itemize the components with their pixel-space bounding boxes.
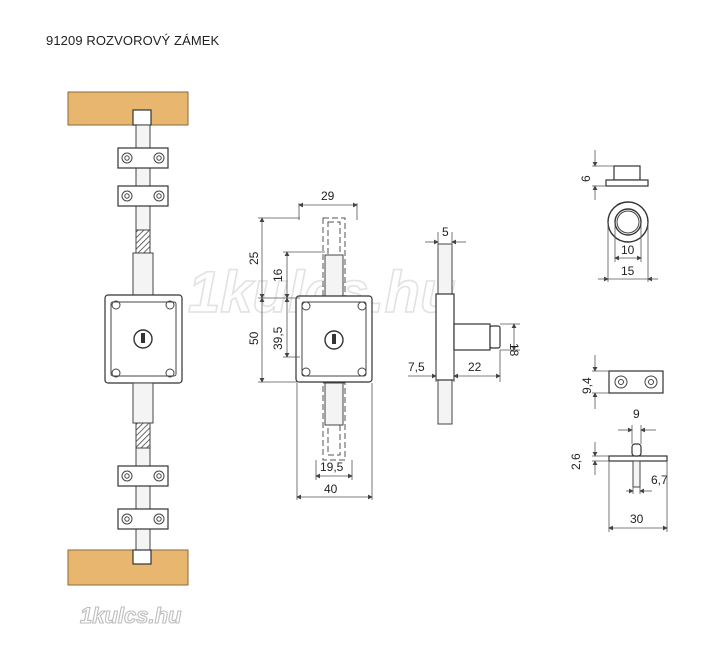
top-wood-beam [67,91,189,126]
top-rod-hatch [135,229,151,254]
dim-9-4: 9,4 [580,377,594,394]
page-title: 91209 ROZVOROVÝ ZÁMEK [46,33,220,48]
dim-7-5: 7,5 [408,360,425,374]
dim-25: 25 [247,251,261,265]
side-view: 5 18 7,5 22 [408,225,521,425]
dim-18: 18 [507,343,521,357]
dim-19-5: 19,5 [320,460,344,474]
keyhole-icon [141,333,145,343]
dim-22: 22 [468,360,482,374]
watermark-logo: 1kulcs.hu [80,603,182,628]
front-view: 29 25 16 50 39,5 19,5 40 [247,189,373,500]
bottom-rod-upper [132,382,154,424]
top-rod-lower [132,252,154,299]
dim-9: 9 [633,407,640,421]
dim-16: 16 [271,268,285,282]
dim-2-6: 2,6 [569,453,583,470]
bottom-guide-bracket-2 [117,508,169,530]
dim-6: 6 [579,175,593,182]
dim-30: 30 [630,512,644,526]
dim-6-7: 6,7 [651,473,668,487]
bottom-guide-bracket-1 [117,465,169,487]
top-guide-bracket-2 [117,185,169,207]
dim-5: 5 [442,225,449,239]
dim-10: 10 [621,243,635,257]
top-rod [135,124,151,231]
dim-29: 29 [321,189,335,203]
bottom-strike-plate [132,549,152,565]
dim-39-5: 39,5 [271,326,285,350]
cap-detail: 6 10 15 [579,150,658,282]
front-keyhole-icon [332,334,336,344]
bottom-rod [135,447,151,551]
top-guide-bracket-1 [117,147,169,169]
top-strike-plate [132,109,152,126]
bottom-rod-hatch [135,422,151,449]
bottom-wood-beam [67,549,189,586]
dim-40: 40 [324,482,338,496]
dim-50: 50 [247,331,261,345]
dim-15: 15 [621,264,635,278]
left-lock-body [104,294,183,384]
guide-detail: 9,4 9 2,6 6,7 30 [569,355,668,532]
left-assembly [67,91,189,586]
